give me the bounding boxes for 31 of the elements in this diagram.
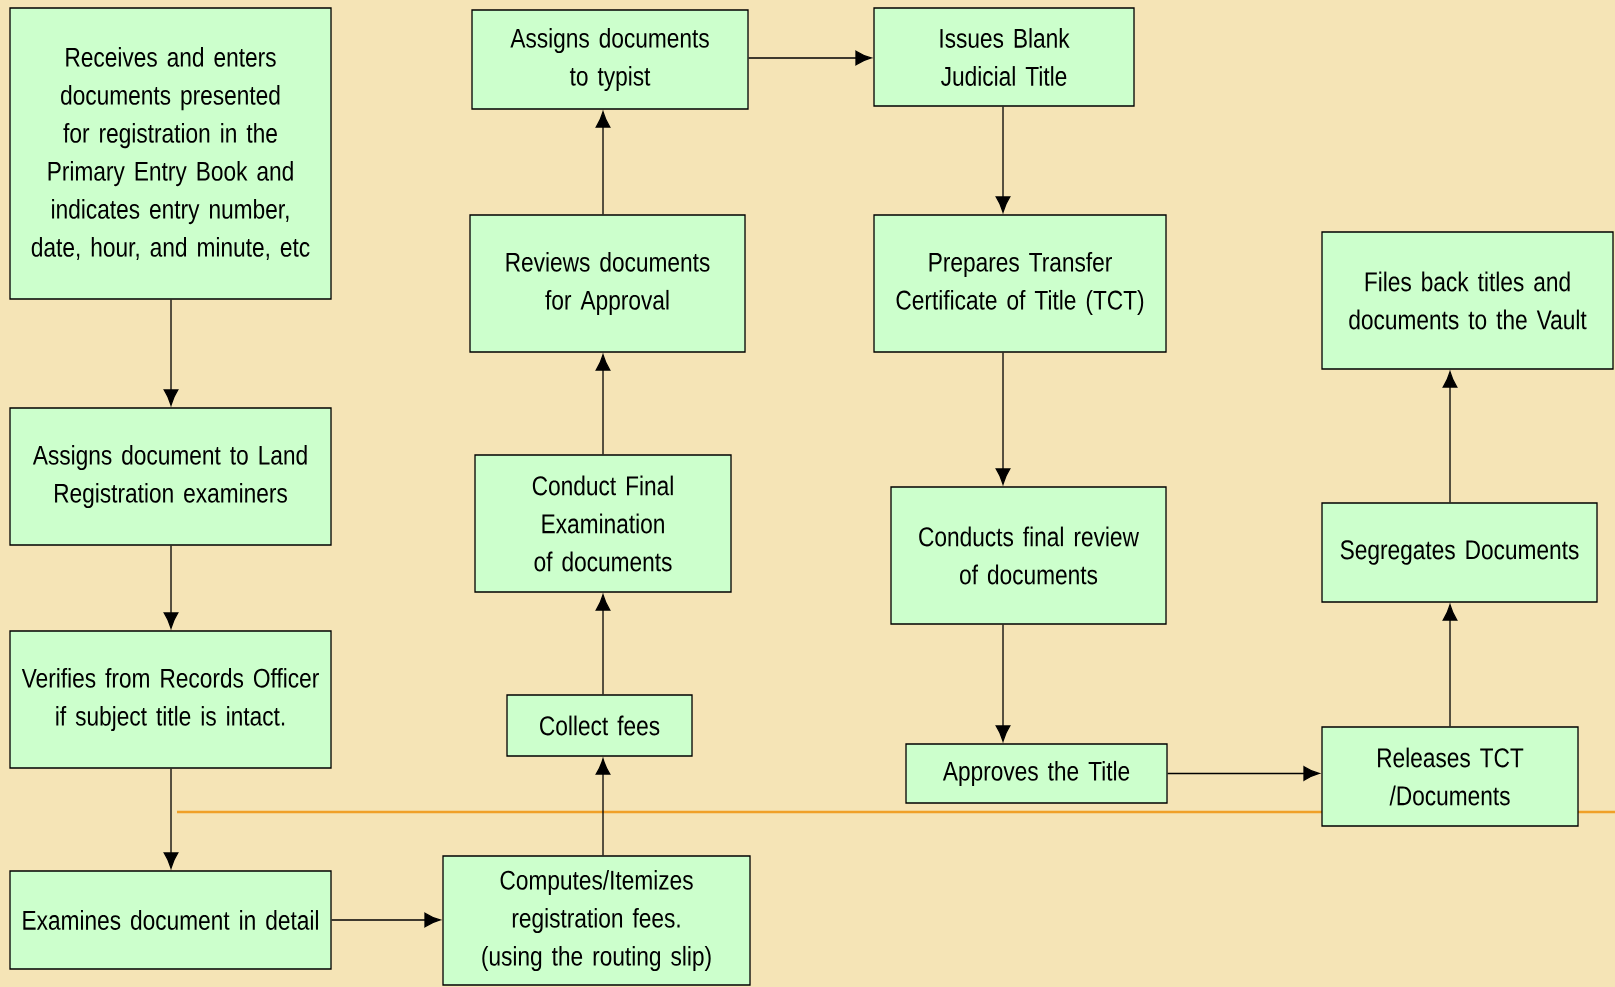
- process-box: Conducts final review of documents: [890, 486, 1167, 625]
- arrow: [331, 912, 441, 928]
- process-box: Approves the Title: [905, 743, 1168, 804]
- arrow: [995, 106, 1011, 213]
- process-box: Examines document in detail: [9, 870, 332, 970]
- arrow: [595, 111, 611, 215]
- arrow: [163, 299, 179, 406]
- arrow: [1442, 604, 1458, 727]
- process-box: Issues Blank Judicial Title: [873, 7, 1135, 107]
- arrow: [1167, 766, 1320, 781]
- arrow: [1442, 371, 1458, 503]
- arrow: [595, 758, 611, 856]
- arrow: [748, 50, 872, 66]
- arrow: [595, 594, 611, 695]
- process-box: Reviews documents for Approval: [469, 214, 746, 353]
- arrow: [995, 352, 1011, 485]
- process-box: Releases TCT /Documents: [1321, 726, 1579, 827]
- arrow: [163, 545, 179, 629]
- process-box: Collect fees: [506, 694, 693, 757]
- arrow: [595, 354, 611, 455]
- arrow: [995, 624, 1011, 742]
- process-box: Assigns documents to typist: [471, 9, 749, 110]
- process-box: Segregates Documents: [1321, 502, 1598, 603]
- process-box: Files back titles and documents to the Vault: [1321, 231, 1614, 370]
- process-box: Receives and enters documents presented for registration in the Primary Entry Book and indicates entry number, date, hour, and minute, etc: [9, 7, 332, 300]
- process-box: Computes/Itemizes registration fees. (using the routing slip): [442, 855, 751, 986]
- process-box: Verifies from Records Officer if subject title is intact.: [9, 630, 332, 769]
- process-box: Assigns document to Land Registration examiners: [9, 407, 332, 546]
- process-box: Prepares Transfer Certificate of Title (TCT): [873, 214, 1167, 353]
- arrow: [163, 768, 179, 869]
- process-box: Conduct Final Examination of documents: [474, 454, 732, 593]
